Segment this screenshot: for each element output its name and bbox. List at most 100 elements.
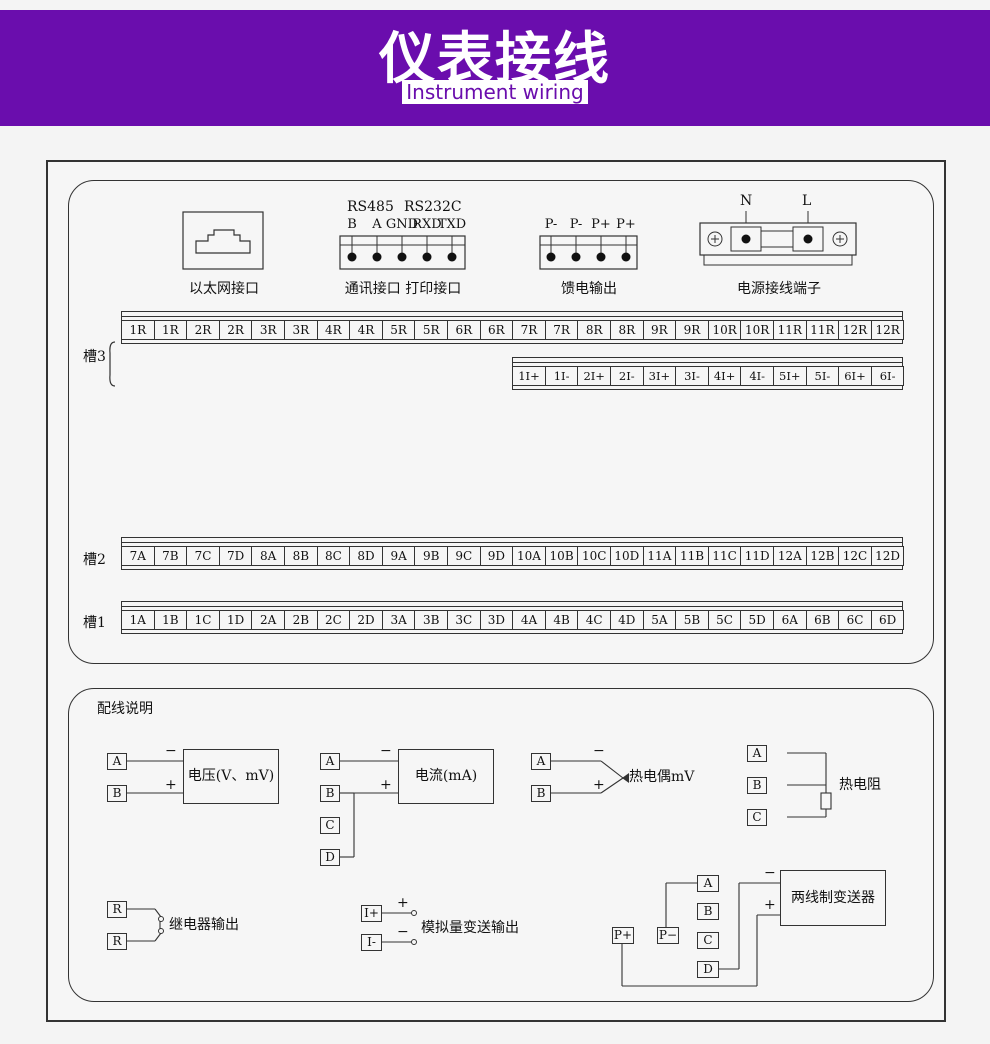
- slot2-terminal: 8D: [349, 546, 383, 566]
- slot1-base: [121, 630, 904, 634]
- slot3-row2-terminal: 3I+: [642, 366, 677, 386]
- slot2-terminal: 11B: [675, 546, 709, 566]
- rs232c-label: RS232C: [404, 199, 462, 215]
- tw-terminal-b: B: [697, 903, 719, 920]
- slot1-terminal: 1D: [218, 610, 253, 630]
- slot2-terminal: 10B: [544, 546, 579, 566]
- voltage-minus: −: [165, 743, 177, 759]
- slot3-row1-terminal: 4R: [349, 320, 383, 340]
- power-label: 电源接线端子: [737, 281, 821, 297]
- power-n-label: N: [740, 193, 753, 209]
- slot3-row1-terminal: 12R: [870, 320, 905, 340]
- tw-terminal-p-plus: P+: [612, 927, 634, 944]
- tw-terminal-c: C: [697, 932, 719, 949]
- tw-terminal-p-minus: P−: [657, 927, 679, 944]
- slot1-terminal: 4B: [544, 610, 579, 630]
- rtd-terminal-a: A: [747, 745, 767, 762]
- analog-label: 模拟量变送输出: [421, 920, 519, 936]
- slot1-terminal: 2C: [316, 610, 351, 630]
- slot1-label: 槽1: [83, 615, 106, 631]
- slot3-row1-terminal: 6R: [479, 320, 514, 340]
- comm-label: 通讯接口 打印接口: [344, 281, 462, 297]
- comm-connector-icon: [339, 235, 466, 270]
- comm_pins-label: B: [347, 217, 357, 232]
- voltage-terminal-a: A: [107, 753, 127, 770]
- slot1-terminal: 2B: [284, 610, 318, 630]
- slot3-row2-terminal: 4I-: [740, 366, 774, 386]
- slot2-terminal: 9B: [414, 546, 448, 566]
- tc-terminal-b: B: [531, 785, 551, 802]
- slot2-base: [121, 566, 904, 570]
- voltage-input-box: 电压(V、mV): [183, 749, 279, 804]
- slot2-terminal: 11C: [707, 546, 742, 566]
- slot1-terminal: 1C: [186, 610, 220, 630]
- pin-screw-icon: [621, 252, 631, 262]
- slot1-terminal: 6B: [805, 610, 840, 630]
- slot1-rail: [121, 601, 904, 610]
- slot2-rail: [121, 537, 904, 546]
- voltage-plus: +: [165, 777, 177, 793]
- slot3-row2-terminal: 5I+: [773, 366, 807, 386]
- slot1-terminal: 5C: [707, 610, 742, 630]
- tw-minus: −: [764, 865, 776, 881]
- slot3-row1-terminal: 8R: [610, 320, 644, 340]
- tw-terminal-a: A: [697, 875, 719, 892]
- page-subtitle: Instrument wiring: [402, 80, 588, 104]
- feed-connector-icon: [539, 235, 638, 270]
- slot1-terminal: 6A: [773, 610, 807, 630]
- current-terminal-d: D: [320, 849, 340, 866]
- slot3-row1-terminal: 5R: [381, 320, 416, 340]
- slot2-terminal: 10D: [610, 546, 644, 566]
- slot3-label: 槽3: [83, 349, 106, 365]
- pin-screw-icon: [422, 252, 432, 262]
- slot2-terminal: 7C: [186, 546, 220, 566]
- feed-label: 馈电输出: [561, 281, 617, 297]
- rtd-terminal-c: C: [747, 809, 767, 826]
- slot3-row1-terminal: 9R: [675, 320, 709, 340]
- current-terminal-b: B: [320, 785, 340, 802]
- slot3-row1-terminal: 4R: [316, 320, 351, 340]
- slot2-terminal: 11D: [740, 546, 774, 566]
- slot2-terminal: 10A: [512, 546, 546, 566]
- comm_pins-label: TXD: [437, 217, 467, 232]
- feed_pins-label: P+: [591, 217, 611, 232]
- pin-screw-icon: [596, 252, 606, 262]
- pin-screw-icon: [571, 252, 581, 262]
- pin-screw-icon: [546, 252, 556, 262]
- slot3-row1-terminal: 7R: [512, 320, 546, 340]
- relay-terminal-r1: R: [107, 901, 127, 918]
- power-terminal-icon: [699, 211, 857, 266]
- slot2-terminal: 11A: [642, 546, 677, 566]
- title-banner: 仪表接线 Instrument wiring: [0, 10, 990, 126]
- slot3-row1-terminal: 11R: [773, 320, 807, 340]
- comm_pins-label: RXD: [412, 217, 442, 232]
- two-wire-transmitter-box: 两线制变送器: [780, 870, 886, 926]
- slot1-terminal: 4A: [512, 610, 546, 630]
- slot3-row1-terminal: 11R: [805, 320, 840, 340]
- tc-plus: +: [593, 777, 605, 793]
- slot1-terminal: 2A: [251, 610, 285, 630]
- slot1-terminal: 6C: [838, 610, 872, 630]
- current-input-box: 电流(mA): [398, 749, 494, 804]
- feed_pins-label: P-: [569, 217, 583, 232]
- rtd-label: 热电阻: [839, 777, 881, 793]
- relay-label: 继电器输出: [169, 917, 239, 933]
- slot3-row1-terminal: 8R: [577, 320, 611, 340]
- current-plus: +: [380, 777, 392, 793]
- slot3-row1-terminal: 2R: [186, 320, 220, 340]
- current-terminal-c: C: [320, 817, 340, 834]
- analog-minus: −: [397, 924, 409, 940]
- slot3-row2-base: [512, 386, 904, 390]
- slot1-terminal: 4D: [610, 610, 644, 630]
- slot3-row2-terminal: 5I-: [805, 366, 840, 386]
- feed_pins-label: P+: [616, 217, 636, 232]
- slot2-terminal: 12D: [870, 546, 905, 566]
- ethernet-label: 以太网接口: [189, 281, 259, 297]
- tw-plus: +: [764, 897, 776, 913]
- tc-minus: −: [593, 743, 605, 759]
- slot3-row1-terminal: 10R: [740, 320, 774, 340]
- slot1-terminal: 1A: [121, 610, 155, 630]
- slot3-row1-terminal: 5R: [414, 320, 448, 340]
